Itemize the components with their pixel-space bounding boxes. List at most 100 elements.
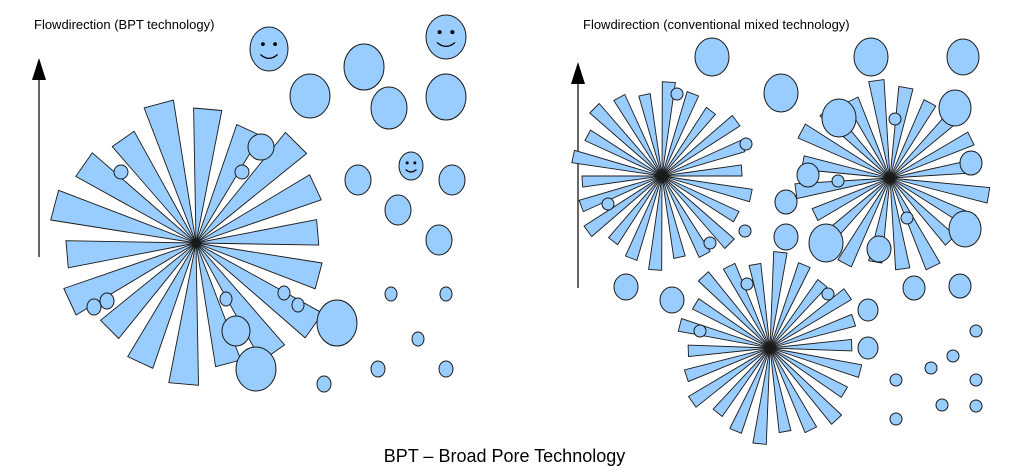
- particle-circle: [694, 37, 730, 77]
- conventional-particle-2-spoke: [801, 155, 891, 179]
- particle-circle: [86, 298, 102, 316]
- conventional-particle-2-spoke: [845, 96, 891, 179]
- smiley-particle-eye: [413, 161, 417, 165]
- conventional-particle-3-spoke: [769, 347, 792, 434]
- particle-circle: [384, 194, 412, 226]
- conventional-particle-1-spoke: [661, 175, 711, 258]
- particle-circle: [221, 315, 251, 347]
- particle-circle: [384, 286, 398, 302]
- particle-circle: [946, 349, 960, 363]
- conventional-particle-1-spoke: [661, 175, 686, 259]
- conventional-particle-1-spoke: [589, 103, 663, 177]
- conventional-particle-1-spoke: [638, 93, 663, 177]
- particle-circle: [234, 164, 250, 180]
- conventional-particle-3-spoke: [769, 262, 811, 349]
- particle-circle: [853, 37, 889, 77]
- particle-circle: [959, 150, 983, 176]
- particle-circle: [613, 273, 639, 301]
- smiley-particle-mouth: [260, 54, 278, 59]
- conventional-particle-2-spoke: [889, 177, 911, 271]
- particle-circle: [888, 112, 902, 126]
- bpt-large-particle-spoke: [65, 240, 197, 269]
- caption: BPT – Broad Pore Technology: [383, 446, 626, 466]
- conventional-particle-2-spoke: [889, 99, 937, 179]
- particle-circle: [821, 287, 835, 301]
- conventional-particle-1-spoke: [624, 175, 663, 261]
- left-panel-title: Flowdirection (BPT technology): [34, 17, 215, 32]
- conventional-particle-3-spoke: [752, 347, 771, 445]
- particle-circle: [438, 360, 454, 378]
- conventional-particle-1-spoke: [661, 81, 676, 177]
- conventional-particle-3-spoke: [769, 279, 828, 349]
- conventional-particle-3-spoke: [748, 262, 771, 349]
- particle-circle: [739, 137, 753, 151]
- conventional-particle-3-spoke: [683, 347, 771, 383]
- conventional-particle-3-spoke: [769, 347, 863, 378]
- conventional-particle-3-spoke: [687, 344, 771, 358]
- particle-circle: [438, 164, 466, 196]
- particle-circle: [808, 223, 844, 263]
- bpt-large-particle-spoke: [168, 242, 199, 386]
- particle-circle: [439, 286, 453, 302]
- particle-circle: [969, 373, 983, 387]
- particle-circle: [831, 174, 845, 188]
- smiley-particle: [425, 14, 467, 60]
- conventional-particle-3-spoke: [769, 338, 853, 352]
- particle-circle: [291, 297, 305, 313]
- particle-circle: [763, 73, 799, 113]
- particle-circle: [773, 223, 799, 251]
- smiley-particle: [398, 151, 424, 181]
- conventional-particle-1-spoke: [578, 175, 663, 213]
- smiley-particle-eye: [437, 30, 442, 35]
- particle-circle: [889, 412, 903, 426]
- smiley-particle-mouth: [436, 42, 456, 47]
- bpt-large-particle-spoke: [63, 242, 197, 316]
- conventional-particle-1-spoke: [608, 175, 663, 246]
- bpt-large-particle-spoke: [195, 242, 323, 290]
- particle-circle: [277, 285, 291, 301]
- particle-circle: [857, 336, 879, 360]
- particle-circle: [738, 224, 752, 238]
- conventional-particle-3-spoke: [769, 251, 788, 349]
- conventional-particle-2-spoke: [837, 177, 891, 268]
- conventional-particle-1-spoke: [661, 175, 740, 223]
- particle-circle: [219, 291, 233, 307]
- conventional-particle-1-spoke: [661, 106, 716, 177]
- bpt-large-particle-spoke: [195, 131, 308, 244]
- conventional-particle-3-spoke: [712, 347, 771, 417]
- conventional-particle-1-spoke: [661, 175, 753, 203]
- particle-circle: [902, 275, 926, 301]
- particle-circle: [948, 273, 972, 299]
- conventional-particle-1-spoke: [583, 175, 663, 237]
- particle-circle: [316, 299, 358, 347]
- particle-circle: [969, 324, 983, 338]
- bpt-large-particle-spoke: [193, 107, 223, 244]
- particle-circle: [99, 292, 115, 310]
- particle-circle: [343, 43, 385, 91]
- conventional-particle-1-spoke: [661, 175, 735, 249]
- particle-circle: [425, 224, 453, 256]
- particle-circle: [344, 164, 372, 196]
- bpt-large-particle-spoke: [50, 189, 197, 244]
- conventional-particle-2-spoke: [868, 79, 891, 179]
- particle-circle: [889, 373, 903, 387]
- particle-circle: [703, 236, 717, 250]
- particle-circle: [821, 98, 857, 138]
- right-panel-title: Flowdirection (conventional mixed techno…: [583, 17, 850, 32]
- bpt-large-particle-spoke: [195, 174, 322, 244]
- bpt-large-particle-spoke: [195, 219, 320, 246]
- particle-circle: [370, 360, 386, 378]
- conventional-particle-1-spoke: [661, 91, 700, 177]
- conventional-particle-2-spoke: [889, 177, 956, 246]
- particle-circle: [113, 164, 129, 180]
- conventional-particle-1-spoke: [571, 149, 663, 177]
- flow-arrow-left-head: [32, 58, 46, 80]
- particle-circle: [969, 399, 983, 413]
- conventional-particle-1-spoke: [613, 94, 663, 177]
- conventional-particle-3-spoke: [692, 298, 771, 349]
- particle-circle: [411, 331, 425, 347]
- conventional-particle-3-spoke: [688, 347, 771, 408]
- smiley-particle-eye: [261, 42, 265, 47]
- bpt-large-particle-spoke: [100, 242, 197, 339]
- conventional-particle-1-spoke: [648, 175, 663, 271]
